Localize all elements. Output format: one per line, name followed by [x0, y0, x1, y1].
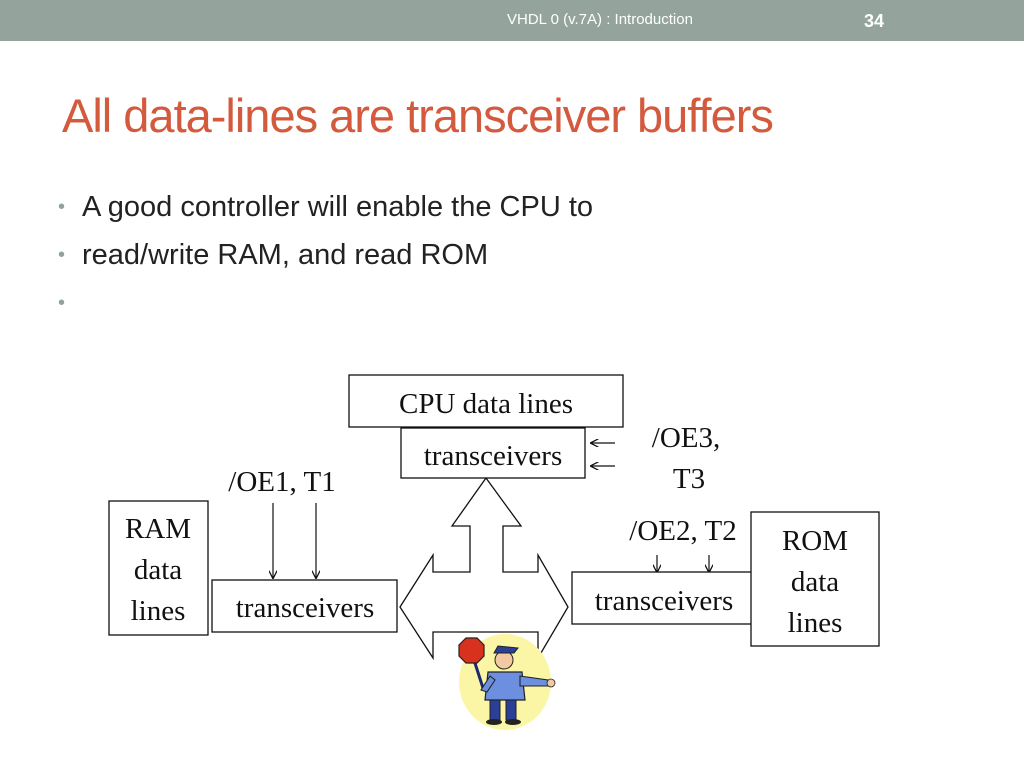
cpu-transceivers-label: transceivers	[424, 440, 563, 472]
bullet-text: read/write RAM, and read ROM	[82, 239, 489, 271]
header-text: VHDL 0 (v.7A) : Introduction	[507, 11, 693, 28]
bullet-dot-icon: •	[58, 196, 66, 218]
bullet-dot-icon: •	[58, 292, 66, 314]
slide-number: 34	[864, 11, 885, 31]
rom-label: ROM	[782, 525, 848, 557]
cpu-data-lines-label: CPU data lines	[399, 388, 573, 420]
ram-label: RAM	[125, 513, 191, 545]
oe1-label: /OE1, T1	[228, 466, 335, 498]
oe3-label: /OE3,	[652, 422, 720, 454]
rom-transceivers-label: transceivers	[595, 585, 734, 617]
ram-transceivers-box	[211, 579, 398, 633]
bullet-item: • read/write RAM, and read ROM	[58, 238, 593, 286]
ram-data-lines-box	[108, 500, 209, 636]
rom-lines-label: lines	[788, 607, 843, 639]
bullet-text: A good controller will enable the CPU to	[82, 191, 594, 223]
ram-lines-label: lines	[131, 595, 186, 627]
oe2-label: /OE2, T2	[629, 515, 736, 547]
ram-transceivers-label: transceivers	[236, 592, 375, 624]
rom-transceivers-box	[571, 571, 757, 625]
cpu-transceivers-box	[400, 427, 586, 479]
t3-label: T3	[673, 463, 705, 495]
ram-data-label: data	[134, 554, 182, 586]
header-bar: VHDL 0 (v.7A) : Introduction 34	[0, 0, 1024, 41]
bullet-list: • A good controller will enable the CPU t…	[58, 190, 593, 334]
bullet-item: • A good controller will enable the CPU t…	[58, 190, 593, 238]
traffic-officer-clipart-icon	[458, 634, 556, 730]
cpu-data-lines-box	[348, 374, 624, 428]
bullet-dot-icon: •	[58, 244, 66, 266]
rom-data-lines-box	[750, 511, 880, 647]
bus-arrow-shape	[399, 476, 569, 661]
bullet-item: •	[58, 286, 593, 334]
rom-data-label: data	[791, 566, 839, 598]
slide-title: All data-lines are transceiver buffers	[62, 89, 774, 142]
